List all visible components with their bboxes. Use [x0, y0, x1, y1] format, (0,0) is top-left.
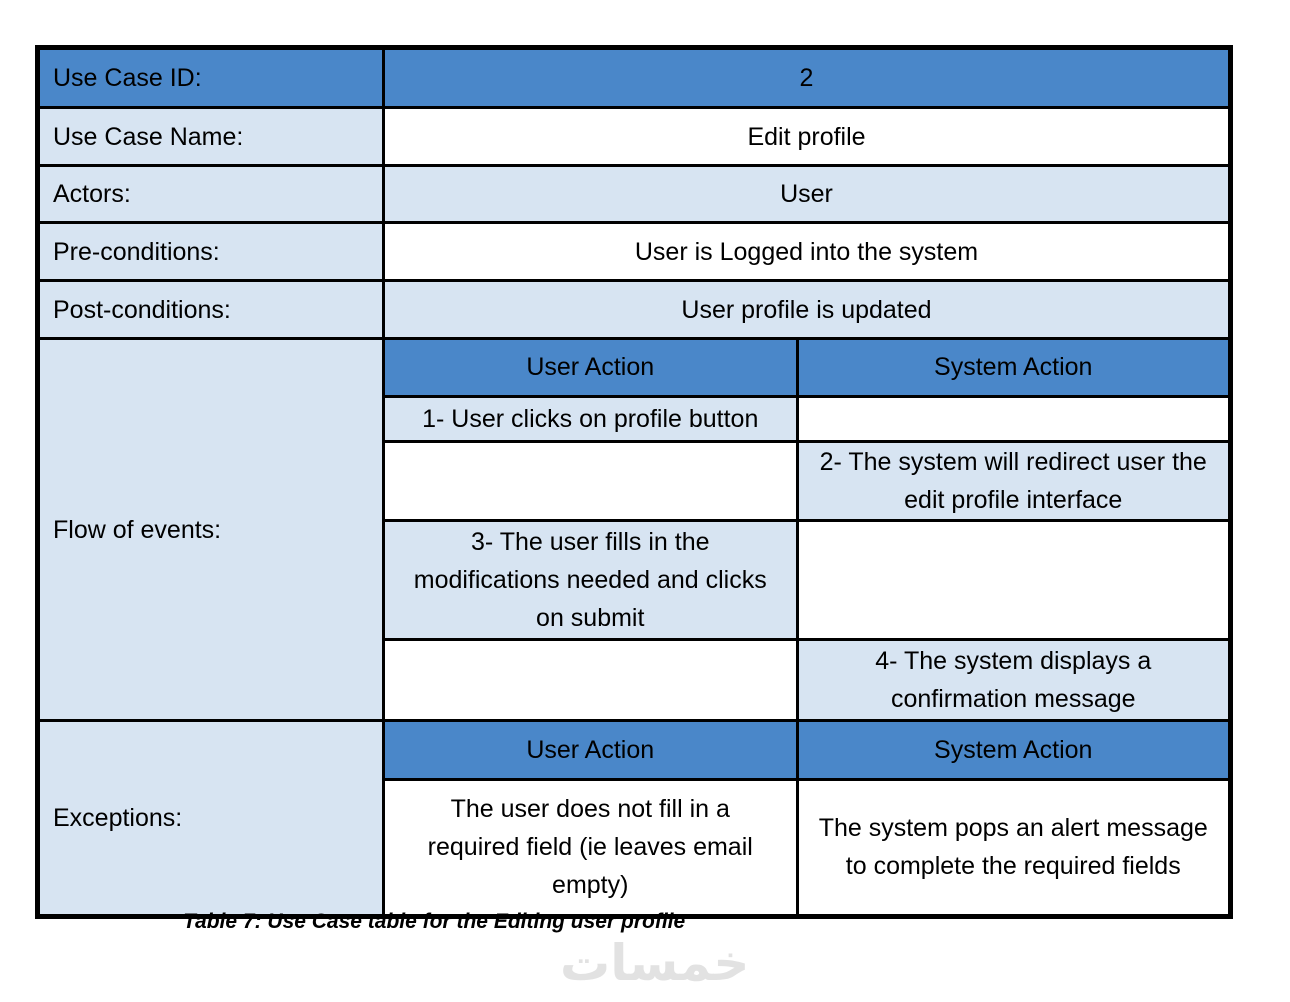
flow-of-events-subtable-cell: User Action System Action 1- User clicks…: [382, 337, 1232, 722]
use-case-id-label: Use Case ID:: [36, 46, 385, 109]
flow-subtable: User Action System Action 1- User clicks…: [385, 340, 1228, 719]
flow-step-3-user-cell: 3- The user fills in the modifications n…: [385, 518, 799, 641]
flow-header-system-action: System Action: [795, 340, 1228, 398]
flow-header-user-action: User Action: [385, 340, 799, 398]
actors-value: User: [382, 164, 1232, 224]
flow-step-1-system-cell: [795, 394, 1228, 443]
flow-step-4-row: 4- The system displays a confirmation me…: [385, 637, 1228, 719]
flow-step-3-user-text: 3- The user fills in the modifications n…: [413, 527, 767, 632]
flow-step-3-row: 3- The user fills in the modifications n…: [385, 518, 1228, 641]
table-caption: Table 7: Use Case table for the Editing …: [183, 910, 686, 933]
khamsat-watermark: خمسات: [560, 934, 750, 992]
flow-step-1-user-cell: 1- User clicks on profile button: [385, 394, 799, 443]
pre-conditions-value: User is Logged into the system: [382, 221, 1232, 282]
exceptions-system-text: The system pops an alert message to comp…: [818, 814, 1208, 881]
flow-step-2-system-cell: 2- The system will redirect user the edi…: [795, 439, 1228, 522]
row-post-conditions: Post-conditions: User profile is updated: [36, 279, 1232, 340]
row-exceptions: Exceptions: User Action System Action Th…: [36, 719, 1232, 918]
exceptions-header-system-action: System Action: [795, 722, 1228, 781]
use-case-id-value: 2: [382, 46, 1232, 109]
flow-step-4-user-cell: [385, 637, 799, 719]
flow-step-2-user-cell: [385, 439, 799, 522]
flow-step-4-system-cell: 4- The system displays a confirmation me…: [795, 637, 1228, 719]
flow-step-3-system-cell: [795, 518, 1228, 641]
post-conditions-label: Post-conditions:: [36, 279, 385, 340]
exceptions-user-cell: The user does not fill in a required fie…: [385, 777, 799, 914]
exceptions-subtable-cell: User Action System Action The user does …: [382, 719, 1232, 918]
row-use-case-id: Use Case ID: 2: [36, 46, 1232, 109]
row-pre-conditions: Pre-conditions: User is Logged into the …: [36, 221, 1232, 282]
flow-step-2-row: 2- The system will redirect user the edi…: [385, 439, 1228, 522]
post-conditions-value: User profile is updated: [382, 279, 1232, 340]
flow-step-1-row: 1- User clicks on profile button: [385, 394, 1228, 443]
row-actors: Actors: User: [36, 164, 1232, 224]
exceptions-content-row: The user does not fill in a required fie…: [385, 777, 1228, 914]
use-case-name-label: Use Case Name:: [36, 106, 385, 167]
use-case-name-value: Edit profile: [382, 106, 1232, 167]
exceptions-header-row: User Action System Action: [385, 722, 1228, 781]
use-case-table: Use Case ID: 2 Use Case Name: Edit profi…: [35, 45, 1233, 919]
exceptions-system-cell: The system pops an alert message to comp…: [795, 777, 1228, 914]
exceptions-label: Exceptions:: [36, 719, 385, 918]
exceptions-user-text: The user does not fill in a required fie…: [427, 795, 753, 900]
actors-label: Actors:: [36, 164, 385, 224]
exceptions-subtable: User Action System Action The user does …: [385, 722, 1228, 914]
row-use-case-name: Use Case Name: Edit profile: [36, 106, 1232, 167]
pre-conditions-label: Pre-conditions:: [36, 221, 385, 282]
flow-step-2-system-text: 2- The system will redirect user the edi…: [819, 447, 1207, 514]
exceptions-header-user-action: User Action: [385, 722, 799, 781]
flow-header-row: User Action System Action: [385, 340, 1228, 398]
flow-of-events-label: Flow of events:: [36, 337, 385, 722]
row-flow-of-events: Flow of events: User Action System Actio…: [36, 337, 1232, 722]
flow-step-4-system-text: 4- The system displays a confirmation me…: [875, 646, 1152, 713]
